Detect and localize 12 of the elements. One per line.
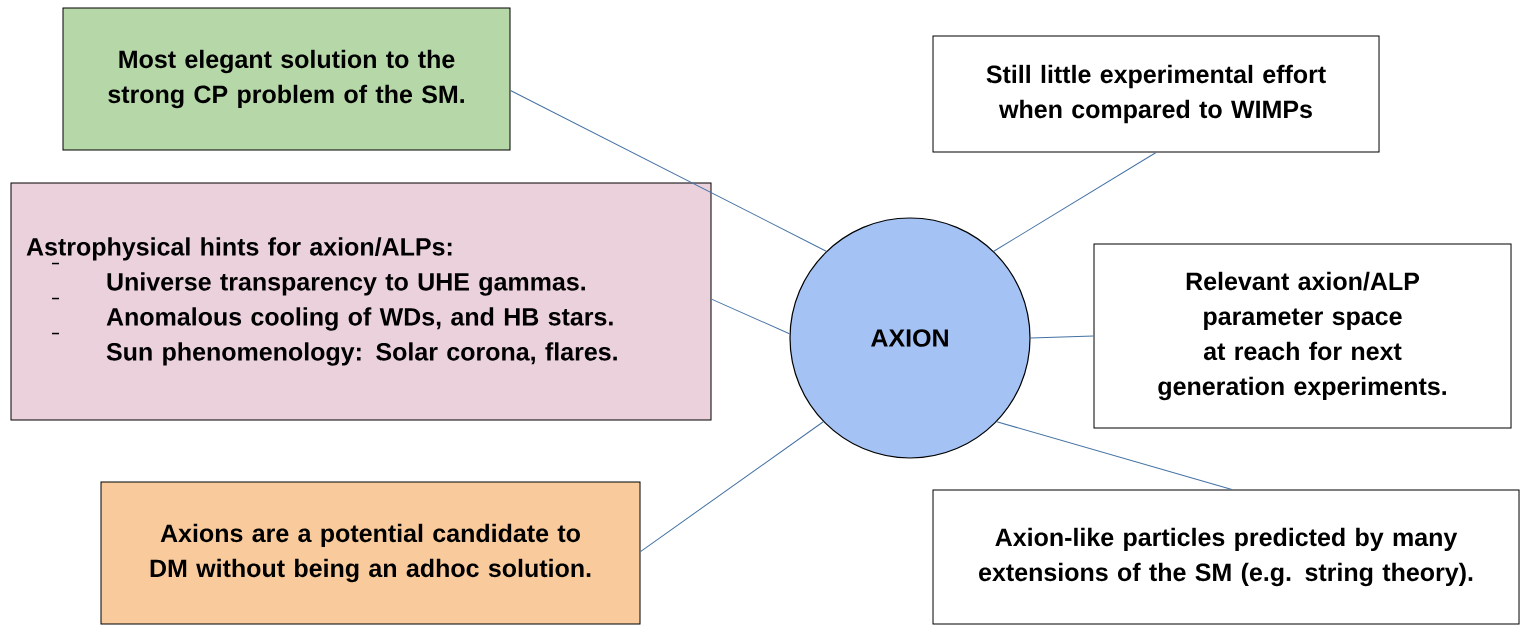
connector-line <box>711 298 790 335</box>
list-box: Astrophysical hints for axion/ALPs: Universe transparency to UHE gammas. Anomalous cooling of WDs, and HB stars. Sun phenomenology: Solar corona, flares. <box>10 182 712 421</box>
connector-line <box>510 89 827 252</box>
text-box: Most elegant solution to the strong CP problem of the SM. <box>62 7 511 151</box>
connector-line <box>996 421 1233 490</box>
connector-line <box>640 421 824 553</box>
connector-line <box>993 152 1157 252</box>
text-box: Axion-like particles predicted by many extensions of the SM (e.g. string theory). <box>932 489 1520 625</box>
text-box: Axions are a potential candidate to DM without being an adhoc solution. <box>100 481 641 625</box>
connector-line <box>1030 335 1094 339</box>
text-box: Still little experimental effort when compared to WIMPs <box>932 35 1380 153</box>
text-box: Relevant axion/ALP parameter space at reach for next generation experiments. <box>1093 243 1512 429</box>
